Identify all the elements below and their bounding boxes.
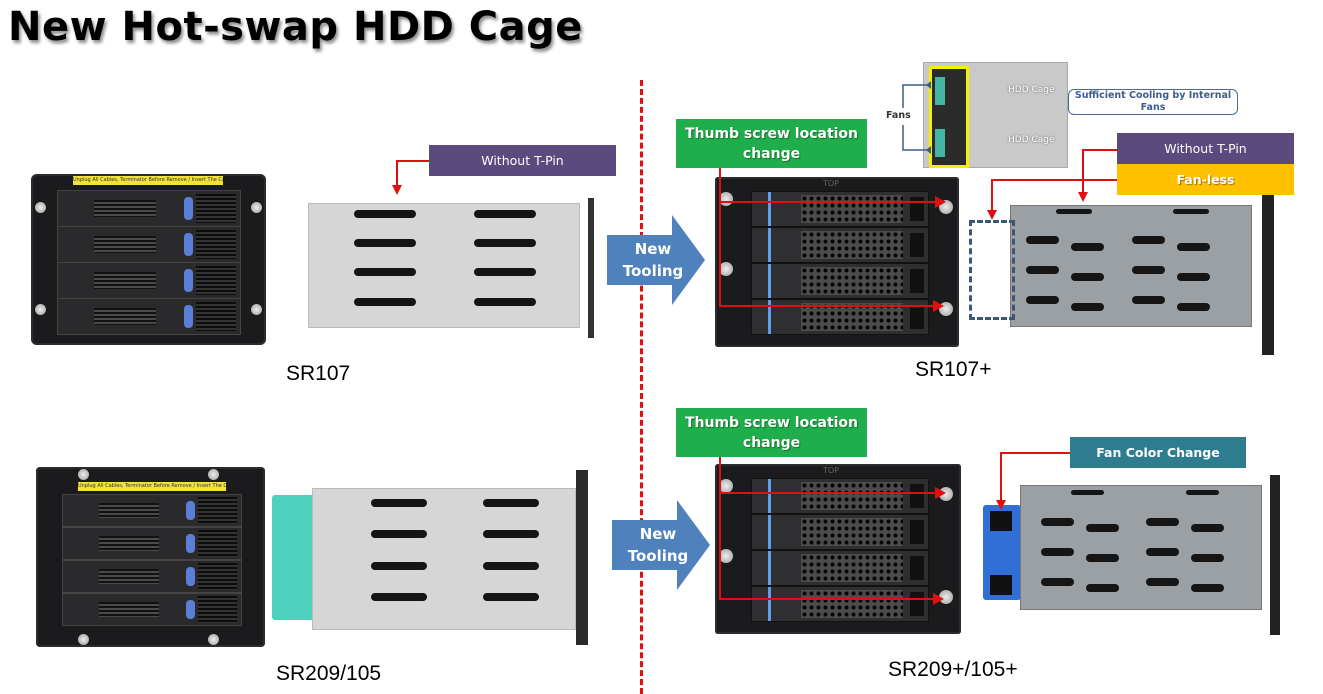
- drive-tray: [57, 190, 241, 227]
- arrow-label-line1: New: [634, 240, 672, 258]
- arrow-right-icon: [933, 300, 944, 312]
- drive-tray: [62, 593, 242, 626]
- sr209-side-cage: [312, 488, 576, 630]
- thumb-screw-icon: [208, 634, 219, 645]
- cage-flange: [576, 470, 588, 645]
- cage-flange: [1262, 195, 1274, 355]
- sr107plus-side-cage: [1010, 205, 1252, 327]
- sr209plus-side-cage: [1020, 485, 1262, 610]
- callout-line: [719, 492, 937, 494]
- drive-tray: [751, 550, 929, 586]
- arrow-right-icon: [935, 487, 946, 499]
- thumb-screw-icon: [78, 469, 89, 480]
- callout-line: [719, 598, 935, 600]
- drive-tray: [751, 586, 929, 622]
- drive-tray: [751, 227, 929, 263]
- new-tooling-arrow-bottom: [612, 500, 710, 590]
- drive-tray: [62, 560, 242, 593]
- sr209-front-panel: Unplug All Cables, Terminator Before Rem…: [36, 467, 265, 647]
- sr107plus-front-panel: TOP: [715, 177, 959, 347]
- model-caption-sr209: SR209/105: [276, 662, 382, 685]
- drive-tray: [57, 262, 241, 299]
- cage-flange: [588, 198, 594, 338]
- drive-tray: [751, 478, 929, 514]
- arrow-down-icon: [987, 210, 997, 220]
- thumb-screw-icon: [208, 469, 219, 480]
- cooling-note: Sufficient Cooling by Internal Fans: [1068, 89, 1238, 115]
- model-caption-sr107: SR107: [286, 362, 351, 385]
- new-fan-module: [983, 505, 1021, 600]
- removed-fan-outline: [969, 220, 1015, 320]
- callout-thumb-screw-top: Thumb screw location change: [676, 119, 867, 168]
- drive-tray: [751, 263, 929, 299]
- thumb-screw-icon: [251, 304, 262, 315]
- thumb-screw-icon: [719, 262, 733, 276]
- new-tooling-label-bottom: New Tooling: [612, 523, 704, 567]
- callout-line: [396, 160, 398, 186]
- drive-tray: [57, 226, 241, 263]
- arrow-right-icon: [935, 196, 946, 208]
- inset-fans-label: Fans: [886, 110, 911, 121]
- callout-without-t-pin-new: Without T-Pin: [1117, 133, 1294, 164]
- slide-title: New Hot-swap HDD Cage: [8, 4, 583, 50]
- arrow-down-icon: [392, 185, 402, 195]
- model-caption-sr107plus: SR107+: [915, 358, 992, 381]
- arrow-label-line2: Tooling: [622, 262, 684, 280]
- callout-thumb-screw-bottom: Thumb screw location change: [676, 408, 867, 457]
- callout-line: [719, 305, 935, 307]
- callout-line: [991, 179, 993, 211]
- sr107-side-cage: [308, 203, 580, 328]
- callout-fan-color-change: Fan Color Change: [1070, 437, 1246, 468]
- inset-chassis-photo: HDD Cage HDD Cage: [923, 62, 1068, 168]
- callout-line: [719, 168, 721, 306]
- top-label: TOP: [823, 179, 840, 188]
- thumb-screw-icon: [35, 202, 46, 213]
- top-label: TOP: [823, 466, 840, 475]
- arrow-label-line1: New: [639, 525, 677, 543]
- callout-line: [719, 457, 721, 599]
- section-divider: [640, 80, 643, 694]
- thumb-screw-icon: [719, 479, 733, 493]
- callout-line: [1000, 452, 1070, 454]
- drive-tray: [57, 298, 241, 335]
- inset-hdd-cage-label: HDD Cage: [1008, 85, 1055, 95]
- callout-line: [991, 179, 1117, 181]
- warning-strip: Unplug All Cables, Terminator Before Rem…: [78, 482, 226, 491]
- arrow-label-line2: Tooling: [627, 547, 689, 565]
- callout-line: [1082, 149, 1117, 151]
- drive-tray: [751, 191, 929, 227]
- model-caption-sr209plus: SR209+/105+: [888, 658, 1018, 681]
- fan-highlight-box: [929, 66, 969, 168]
- new-tooling-label-top: New Tooling: [607, 238, 699, 282]
- drive-tray: [62, 527, 242, 560]
- thumb-screw-icon: [719, 192, 733, 206]
- inset-hdd-cage-label: HDD Cage: [1008, 135, 1055, 145]
- callout-line: [396, 160, 429, 162]
- arrow-down-icon: [996, 500, 1006, 510]
- sr209plus-front-panel: TOP: [715, 464, 961, 634]
- callout-line: [1082, 149, 1084, 193]
- fans-bracket-arrows: [902, 81, 931, 154]
- thumb-screw-icon: [78, 634, 89, 645]
- drive-tray: [62, 494, 242, 527]
- callout-fan-less: Fan-less: [1117, 164, 1294, 195]
- arrow-right-icon: [933, 593, 944, 605]
- arrow-down-icon: [1078, 192, 1088, 202]
- callout-line: [1000, 452, 1002, 502]
- sr107-front-panel: Unplug All Cables, Terminator Before Rem…: [31, 174, 266, 345]
- new-tooling-arrow-top: [607, 215, 705, 305]
- callout-line: [719, 201, 937, 203]
- callout-without-t-pin: Without T-Pin: [429, 145, 616, 176]
- thumb-screw-icon: [719, 549, 733, 563]
- thumb-screw-icon: [251, 202, 262, 213]
- drive-tray: [751, 514, 929, 550]
- cage-flange: [1270, 475, 1280, 635]
- thumb-screw-icon: [35, 304, 46, 315]
- warning-strip: Unplug All Cables, Terminator Before Rem…: [73, 176, 223, 185]
